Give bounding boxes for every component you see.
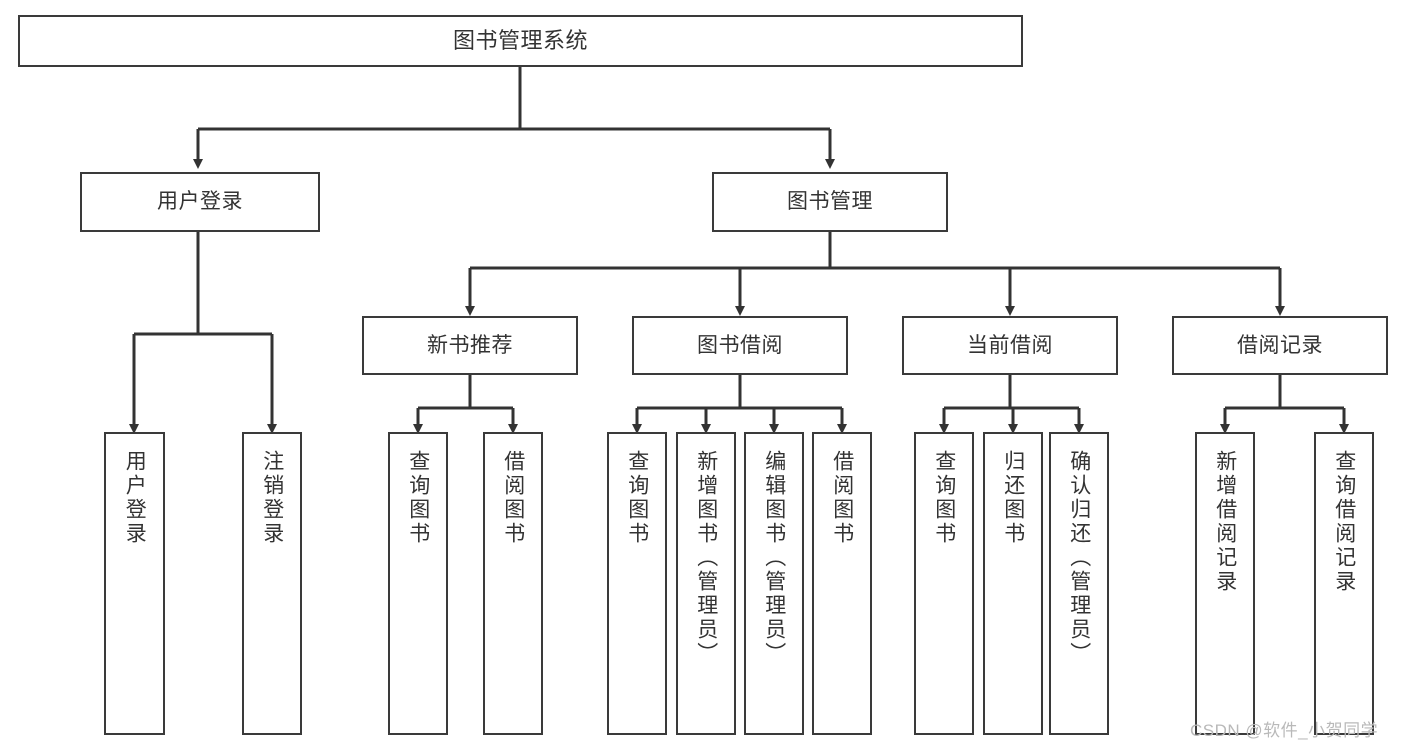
node-label: 新增图书（管理员）	[694, 450, 718, 666]
node-label: 当前借阅	[967, 333, 1053, 357]
node-leaf-add-book[interactable]: 新增图书（管理员）	[676, 432, 736, 735]
node-user-login[interactable]: 用户登录	[80, 172, 320, 232]
node-leaf-confirm-return[interactable]: 确认归还（管理员）	[1049, 432, 1109, 735]
node-borrow-record[interactable]: 借阅记录	[1172, 316, 1388, 375]
node-leaf-query-record[interactable]: 查询借阅记录	[1314, 432, 1374, 735]
node-leaf-logout-login[interactable]: 注销登录	[242, 432, 302, 735]
node-label: 编辑图书（管理员）	[762, 450, 786, 666]
csdn-watermark: CSDN @软件_小贺同学	[1190, 721, 1379, 740]
node-leaf-query-book-1[interactable]: 查询图书	[388, 432, 448, 735]
node-current-borrow[interactable]: 当前借阅	[902, 316, 1118, 375]
node-leaf-user-login[interactable]: 用户登录	[104, 432, 165, 735]
node-label: 查询借阅记录	[1332, 450, 1356, 594]
node-label: 确认归还（管理员）	[1067, 450, 1091, 666]
node-leaf-add-record[interactable]: 新增借阅记录	[1195, 432, 1255, 735]
node-label: 图书管理	[787, 190, 873, 214]
node-leaf-edit-book[interactable]: 编辑图书（管理员）	[744, 432, 804, 735]
node-leaf-borrow-book-2[interactable]: 借阅图书	[812, 432, 872, 735]
node-book-borrow[interactable]: 图书借阅	[632, 316, 848, 375]
node-label: 新书推荐	[427, 333, 513, 357]
node-root-book-management-system[interactable]: 图书管理系统	[18, 15, 1023, 67]
node-label: 借阅记录	[1237, 333, 1323, 357]
node-book-manage[interactable]: 图书管理	[712, 172, 948, 232]
node-label: 新增借阅记录	[1213, 450, 1237, 594]
node-label: 借阅图书	[830, 450, 854, 546]
node-leaf-return-book[interactable]: 归还图书	[983, 432, 1043, 735]
node-leaf-borrow-book-1[interactable]: 借阅图书	[483, 432, 543, 735]
node-label: 查询图书	[406, 450, 430, 546]
node-leaf-query-book-2[interactable]: 查询图书	[607, 432, 667, 735]
node-label: 图书管理系统	[452, 27, 588, 53]
node-label: 查询图书	[932, 450, 956, 546]
node-label: 注销登录	[260, 450, 284, 546]
node-label: 用户登录	[123, 450, 147, 546]
node-label: 图书借阅	[697, 333, 783, 357]
node-new-book-recommend[interactable]: 新书推荐	[362, 316, 578, 375]
node-leaf-query-book-3[interactable]: 查询图书	[914, 432, 974, 735]
node-label: 查询图书	[625, 450, 649, 546]
node-label: 归还图书	[1001, 450, 1025, 546]
node-label: 用户登录	[157, 190, 243, 214]
node-label: 借阅图书	[501, 450, 525, 546]
